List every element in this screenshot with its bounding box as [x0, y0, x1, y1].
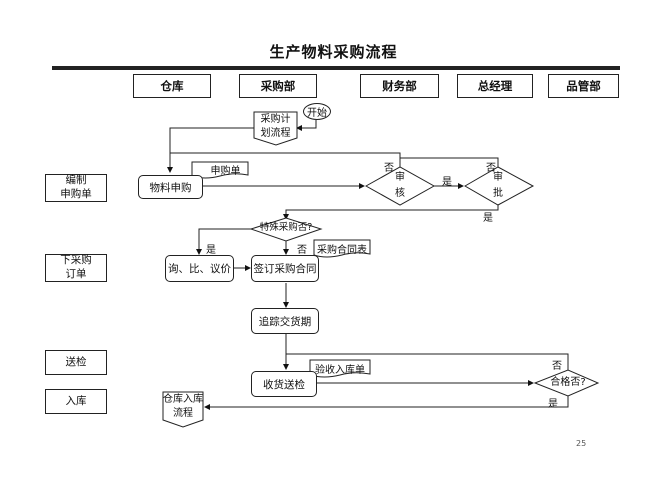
sign-contract-node: 签订采购合同	[251, 255, 319, 282]
lane-inspection: 送检	[45, 350, 107, 375]
qualified-label: 合格否?	[550, 377, 586, 388]
edge-review-no	[170, 152, 401, 167]
qualified-decision	[533, 369, 600, 397]
lane-place-order: 下采购 订单	[45, 254, 107, 282]
special-yes-label: 是	[206, 245, 216, 256]
review-no-label: 否	[384, 163, 394, 174]
approve-decision	[463, 166, 535, 206]
review-label: 审 核	[395, 172, 405, 199]
dept-quality: 品管部	[548, 74, 619, 98]
lane-warehousing: 入库	[45, 389, 107, 414]
dept-general-manager: 总经理	[457, 74, 533, 98]
request-form-label: 申购单	[210, 166, 241, 177]
approve-label: 审 批	[493, 172, 503, 199]
qualified-yes-label: 是	[548, 399, 558, 410]
dept-finance: 财务部	[360, 74, 439, 98]
receive-inspect-node: 收货送检	[251, 371, 317, 397]
special-no-label: 否	[297, 245, 307, 256]
start-node: 开始	[303, 103, 331, 120]
dept-warehouse: 仓库	[133, 74, 211, 98]
approve-no-label: 否	[486, 163, 496, 174]
receipt-form-label: 验收入库单	[315, 365, 365, 376]
page-title: 生产物料采购流程	[269, 43, 398, 61]
title-divider	[52, 66, 620, 70]
edge-qualified-no	[286, 353, 569, 370]
approve-yes-label: 是	[483, 213, 493, 224]
special-purchase-label: 特殊采购否?	[259, 222, 313, 233]
dept-purchasing: 采购部	[239, 74, 317, 98]
edge-special-yes	[196, 228, 251, 255]
edge-plan-request	[167, 127, 254, 173]
track-delivery-node: 追踪交货期	[251, 308, 319, 334]
contract-form-label: 采购合同表	[317, 245, 367, 256]
lane-create-request: 编制 申购单	[45, 174, 107, 202]
contract-form-shape	[313, 239, 371, 258]
material-request-node: 物料申购	[138, 175, 203, 199]
plan-process-connector	[253, 111, 298, 146]
special-purchase-decision	[249, 217, 323, 242]
edge-approve-no	[400, 157, 499, 167]
warehouse-process-label: 仓库入库 流程	[163, 394, 203, 419]
edge-start-plan	[296, 120, 317, 131]
page-number: 25	[576, 439, 587, 448]
edge-approve-yes	[283, 205, 499, 220]
qualified-no-label: 否	[552, 361, 562, 372]
review-yes-label: 是	[442, 177, 452, 188]
inquiry-node: 询、比、议价	[165, 255, 234, 282]
review-decision	[364, 166, 436, 206]
plan-process-label: 采购计 划流程	[260, 114, 291, 139]
edge-qualified-yes	[204, 396, 569, 410]
warehouse-process-connector	[162, 391, 204, 428]
